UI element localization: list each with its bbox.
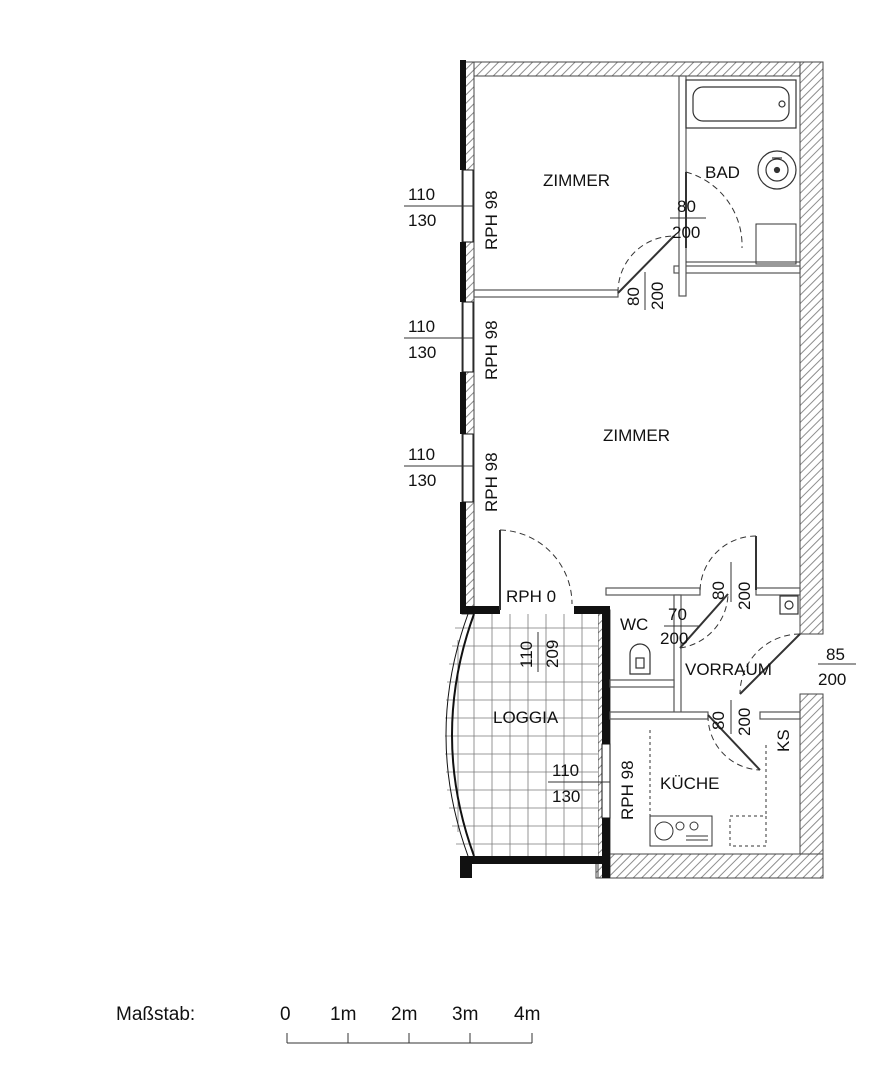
window-3 [462,433,474,503]
door-zimmer [617,235,675,294]
interior-walls [473,75,801,720]
room-label-loggia: LOGGIA [493,708,559,727]
scale-label: Maßstab: [116,1004,195,1025]
meter-box [779,595,799,615]
room-label-kueche: KÜCHE [660,774,720,793]
door-wc-side-height: 200 [735,582,754,610]
wall-wc-top [605,587,701,596]
wall-kueche-top-right [759,711,801,720]
window-2-height: 130 [408,343,436,362]
room-label-zimmer-1: ZIMMER [543,171,610,190]
scale-tick-2m: 2m [391,1004,417,1025]
window-3-width: 110 [408,445,435,464]
window-1-rph: RPH 98 [482,190,501,250]
wall-bottom [595,853,824,879]
loggia-railing [451,613,475,857]
wall-kueche-top-left [609,711,709,720]
door-bad [685,171,743,249]
scale-tick-1m: 1m [330,1004,356,1025]
bad-shelf [755,223,797,265]
door-kueche-width: 80 [709,711,728,730]
bathtub [685,79,797,129]
scale-tick-0: 0 [280,1004,291,1025]
door-wc-height: 200 [660,629,688,648]
window-2-rph: RPH 98 [482,320,501,380]
room-label-vorraum: VORRAUM [685,660,772,679]
door-kueche [707,714,761,771]
wall-wc-top-right [755,587,801,596]
door-wc-side [699,535,757,593]
scale-tick-4m: 4m [514,1004,540,1025]
loggia-door-rph: RPH 0 [506,587,556,606]
wall-wc-bottom [609,679,675,688]
door-bad-height: 200 [672,223,700,242]
window-2 [462,301,474,373]
window-2-width: 110 [408,317,435,336]
window-3-height: 130 [408,471,436,490]
window-4-rph: RPH 98 [618,760,637,820]
kitchen-counter [649,730,767,847]
toilet [629,643,651,675]
doors [499,171,801,771]
door-wc-side-width: 80 [709,581,728,600]
room-label-bad: BAD [705,163,740,182]
door-zimmer-height: 200 [648,282,667,310]
door-zimmer-width: 80 [624,287,643,306]
wall-top [461,61,824,77]
window-4-width: 110 [552,761,579,780]
door-wc-width: 70 [668,605,687,624]
wall-right-lower [799,693,824,879]
door-wc [679,593,729,649]
door-entrance-width: 85 [826,645,845,664]
room-label-wc: WC [620,615,648,634]
door-bad-width: 80 [677,197,696,216]
scale-tick-3m: 3m [452,1004,478,1025]
wash-basin [757,150,797,190]
window-1-height: 130 [408,211,436,230]
left-wall-edges [460,60,610,878]
loggia-floor [445,613,598,857]
window-4-height: 130 [552,787,580,806]
room-label-ks: KS [774,729,793,752]
door-entrance [739,633,801,695]
window-dimensions [404,205,610,783]
door-entrance-height: 200 [818,670,846,689]
wall-zimmer-divider-right [673,265,801,274]
loggia-door-height: 209 [543,640,562,668]
wall-zimmer-divider-left [473,289,619,298]
loggia-door-width: 110 [517,641,536,668]
window-4 [601,743,611,819]
window-1-width: 110 [408,185,435,204]
wall-right-upper [799,61,824,635]
door-dimension-lines [644,217,856,734]
door-kueche-height: 200 [735,708,754,736]
window-3-rph: RPH 98 [482,452,501,512]
wall-bad-left [678,75,687,297]
scale-bar: 0 1m 2m 3m 4m [280,1004,540,1044]
room-label-zimmer-2: ZIMMER [603,426,670,445]
door-loggia [499,529,573,610]
